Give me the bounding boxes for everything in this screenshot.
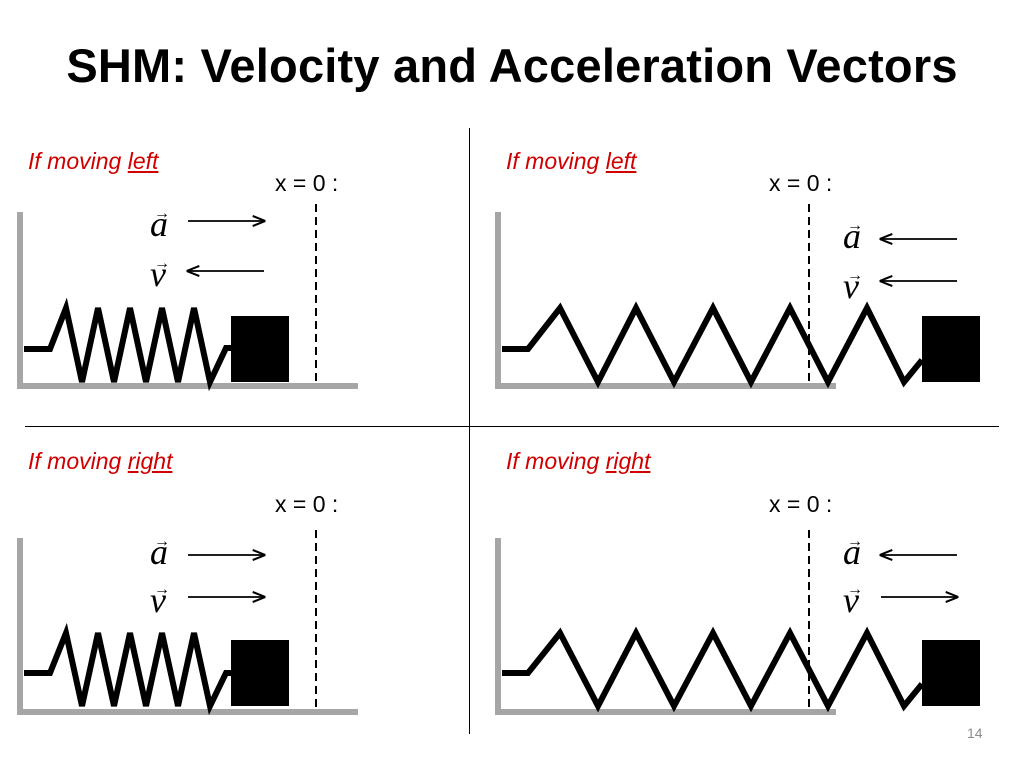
acceleration-symbol: →a <box>150 532 170 572</box>
slide-title: SHM: Velocity and Acceleration Vectors <box>66 39 958 92</box>
panel-caption: If moving left <box>506 148 636 175</box>
velocity-letter: v <box>150 254 166 294</box>
spring-stretched <box>502 626 925 713</box>
velocity-letter: v <box>150 580 166 620</box>
caption-direction: right <box>127 448 173 474</box>
acceleration-letter: a <box>150 204 168 244</box>
panel-bottom-right: If moving right x = 0 : →a →v <box>494 448 980 748</box>
vector-arrow-icon: → <box>154 255 170 272</box>
panel-drawing <box>495 204 980 389</box>
caption-prefix: If moving <box>506 148 606 174</box>
vertical-divider <box>469 128 470 734</box>
caption-direction: right <box>605 448 651 474</box>
vector-arrow-icon: → <box>847 581 863 598</box>
wall-and-floor <box>17 538 358 715</box>
caption-direction: left <box>127 148 159 174</box>
acceleration-symbol: →a <box>150 204 170 244</box>
vector-arrow-icon: → <box>154 581 170 598</box>
mass-block <box>231 316 289 382</box>
wall-and-floor <box>17 212 358 389</box>
vector-arrow-icon: → <box>847 533 863 550</box>
velocity-symbol: →v <box>150 254 170 294</box>
page-number: 14 <box>967 725 983 741</box>
panel-drawing <box>495 530 980 715</box>
acceleration-letter: a <box>843 216 861 256</box>
equilibrium-label: x = 0 : <box>275 491 339 517</box>
caption-prefix: If moving <box>28 448 128 474</box>
acceleration-symbol: →a <box>843 216 863 256</box>
velocity-symbol: →v <box>150 580 170 620</box>
caption-direction: left <box>605 148 637 174</box>
horizontal-divider <box>25 426 999 427</box>
panel-caption: If moving right <box>28 448 172 475</box>
panel-drawing <box>17 204 358 392</box>
panel-drawing <box>17 530 358 716</box>
mass-block <box>922 640 980 706</box>
acceleration-symbol: →a <box>843 532 863 572</box>
vector-arrow-icon: → <box>154 205 170 222</box>
equilibrium-label: x = 0 : <box>769 491 833 517</box>
panel-top-left: If moving left x = 0 : →a →v <box>16 148 476 448</box>
velocity-letter: v <box>843 266 859 306</box>
mass-block <box>922 316 980 382</box>
vector-arrow-icon: → <box>847 217 863 234</box>
spring-compressed <box>24 297 231 392</box>
spring-stretched <box>502 301 925 389</box>
velocity-symbol: →v <box>843 580 863 620</box>
spring-compressed <box>24 622 231 716</box>
wall-and-floor <box>495 538 836 715</box>
panel-caption: If moving left <box>28 148 158 175</box>
velocity-symbol: →v <box>843 266 863 306</box>
caption-prefix: If moving <box>28 148 128 174</box>
wall-and-floor <box>495 212 836 389</box>
mass-block <box>231 640 289 706</box>
vector-arrow-icon: → <box>847 267 863 284</box>
vector-arrow-icon: → <box>154 533 170 550</box>
equilibrium-label: x = 0 : <box>769 170 833 196</box>
velocity-letter: v <box>843 580 859 620</box>
panel-caption: If moving right <box>506 448 650 475</box>
caption-prefix: If moving <box>506 448 606 474</box>
panel-top-right: If moving left x = 0 : →a →v <box>494 148 980 448</box>
acceleration-letter: a <box>150 532 168 572</box>
panel-bottom-left: If moving right x = 0 : →a →v <box>16 448 476 748</box>
acceleration-letter: a <box>843 532 861 572</box>
equilibrium-label: x = 0 : <box>275 170 339 196</box>
